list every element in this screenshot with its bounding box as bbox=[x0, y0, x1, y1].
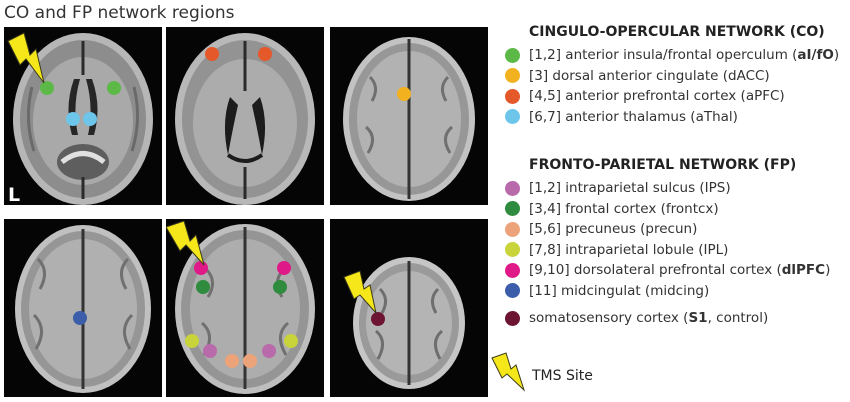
marker-ipl-right bbox=[284, 334, 298, 348]
legend-dot bbox=[505, 221, 520, 237]
legend-item-precun: [5,6] precuneus (precun) bbox=[505, 219, 830, 240]
marker-apfc-right bbox=[258, 47, 272, 61]
brain-slice-5 bbox=[166, 219, 324, 397]
legend-label: [11] midcingulat (midcing) bbox=[529, 282, 710, 299]
legend-label: somatosensory cortex (S1, control) bbox=[529, 310, 769, 327]
brain-slice-1 bbox=[4, 27, 162, 205]
fp-legend: FRONTO-PARIETAL NETWORK (FP) [1,2] intra… bbox=[505, 157, 830, 301]
marker-dlpfc-left bbox=[194, 261, 208, 275]
marker-athal-left bbox=[66, 112, 80, 126]
marker-s1 bbox=[371, 312, 385, 326]
marker-alfo-left bbox=[40, 81, 54, 95]
brain-slice-2 bbox=[166, 27, 324, 205]
co-legend: CINGULO-OPERCULAR NETWORK (CO) [1,2] ant… bbox=[505, 24, 839, 127]
brain-slice-6 bbox=[330, 219, 488, 397]
legend-label: [9,10] dorsolateral prefrontal cortex (d… bbox=[529, 262, 831, 279]
legend-label: [6,7] anterior thalamus (aThal) bbox=[529, 108, 738, 125]
co-heading: CINGULO-OPERCULAR NETWORK (CO) bbox=[529, 24, 825, 40]
marker-ips-left bbox=[203, 344, 217, 358]
legend-dot bbox=[505, 310, 520, 326]
legend-dot bbox=[505, 88, 520, 104]
marker-midcing bbox=[73, 311, 87, 325]
legend-item-apfc: [4,5] anterior prefrontal cortex (aPFC) bbox=[505, 86, 839, 107]
left-hemisphere-label: L bbox=[8, 184, 21, 206]
legend-item-dacc: [3] dorsal anterior cingulate (dACC) bbox=[505, 66, 839, 87]
legend-label: [3] dorsal anterior cingulate (dACC) bbox=[529, 67, 770, 84]
legend-item-frontcx: [3,4] frontal cortex (frontcx) bbox=[505, 199, 830, 220]
figure-title: CO and FP network regions bbox=[4, 3, 235, 23]
legend-item-alfo: [1,2] anterior insula/frontal operculum … bbox=[505, 45, 839, 66]
marker-dlpfc-right bbox=[277, 261, 291, 275]
brain-slice-4 bbox=[4, 219, 162, 397]
legend-label: [5,6] precuneus (precun) bbox=[529, 221, 698, 238]
marker-ipl-left bbox=[185, 334, 199, 348]
marker-precun-right bbox=[243, 354, 257, 368]
tms-site-key: TMS Site bbox=[490, 352, 593, 394]
marker-apfc-left bbox=[205, 47, 219, 61]
legend-dot bbox=[505, 262, 520, 278]
legend-label: [1,2] anterior insula/frontal operculum … bbox=[529, 47, 840, 64]
legend-dot bbox=[505, 242, 520, 258]
brain-slice-3 bbox=[330, 27, 488, 205]
legend-item-ips: [1,2] intraparietal sulcus (IPS) bbox=[505, 178, 830, 199]
marker-precun-left bbox=[225, 354, 239, 368]
s1-legend: somatosensory cortex (S1, control) bbox=[505, 308, 768, 329]
legend-dot bbox=[505, 283, 520, 299]
legend-label: [3,4] frontal cortex (frontcx) bbox=[529, 200, 719, 217]
legend-item-s1: somatosensory cortex (S1, control) bbox=[505, 308, 768, 329]
legend-dot bbox=[505, 47, 520, 63]
marker-frontcx-left bbox=[196, 280, 210, 294]
marker-athal-right bbox=[83, 112, 97, 126]
legend-dot bbox=[505, 180, 520, 196]
fp-heading: FRONTO-PARIETAL NETWORK (FP) bbox=[529, 157, 797, 173]
marker-frontcx-right bbox=[273, 280, 287, 294]
legend-item-ipl: [7,8] intraparietal lobule (IPL) bbox=[505, 240, 830, 261]
legend-label: [1,2] intraparietal sulcus (IPS) bbox=[529, 180, 731, 197]
tms-bolt-icon bbox=[166, 220, 205, 266]
marker-alfo-right bbox=[107, 81, 121, 95]
legend-dot bbox=[505, 68, 520, 84]
legend-dot bbox=[505, 201, 520, 217]
lightning-bolt-icon bbox=[491, 352, 526, 392]
legend-item-dlpfc: [9,10] dorsolateral prefrontal cortex (d… bbox=[505, 260, 830, 281]
tms-site-label: TMS Site bbox=[532, 368, 593, 384]
legend-label: [4,5] anterior prefrontal cortex (aPFC) bbox=[529, 88, 785, 105]
marker-ips-right bbox=[262, 344, 276, 358]
tms-bolt-icon bbox=[343, 270, 377, 315]
tms-bolt-icon bbox=[7, 32, 45, 84]
legend-label: [7,8] intraparietal lobule (IPL) bbox=[529, 241, 729, 258]
legend-item-midcing: [11] midcingulat (midcing) bbox=[505, 281, 830, 302]
legend-dot bbox=[505, 109, 520, 125]
marker-dacc bbox=[397, 87, 411, 101]
legend-item-athal: [6,7] anterior thalamus (aThal) bbox=[505, 107, 839, 128]
